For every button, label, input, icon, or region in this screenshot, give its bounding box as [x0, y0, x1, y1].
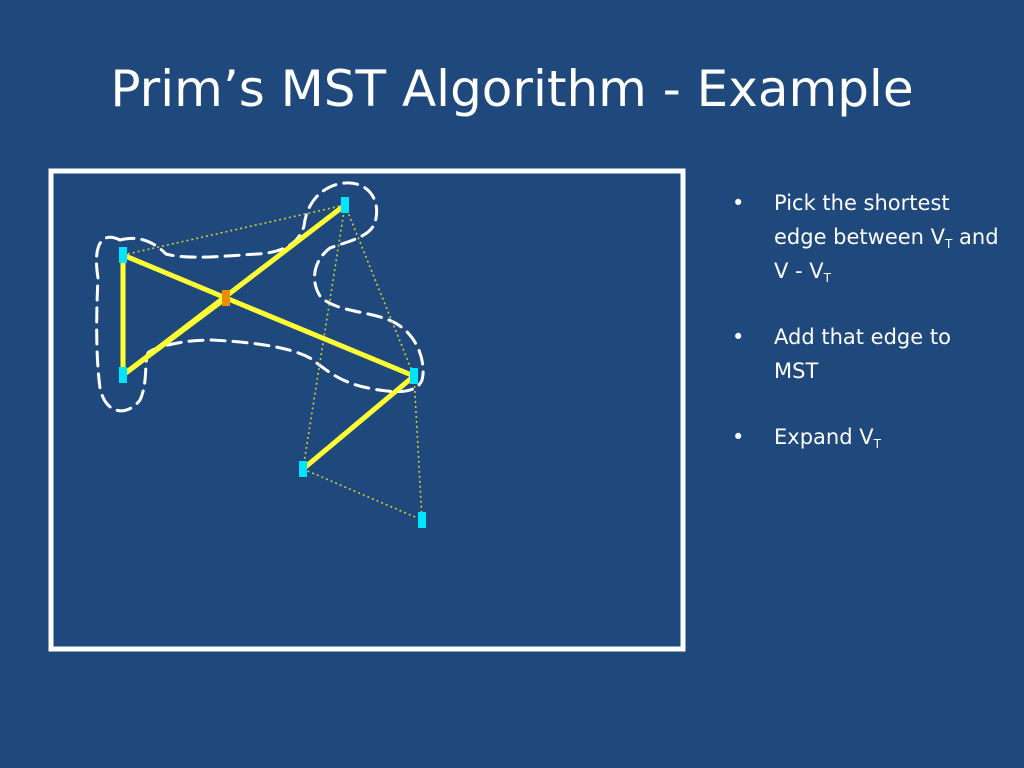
new-vertex: [222, 290, 230, 306]
bullet-subscript: T: [823, 271, 832, 285]
bullet-text: and V - V: [774, 225, 999, 283]
tree-boundary-curve: [118, 181, 425, 394]
bullet-item: • Add that edge to MST: [730, 320, 1000, 388]
mst-edge: [300, 373, 417, 472]
mst-edge: [223, 295, 417, 379]
graph-vertex: [299, 461, 307, 477]
mst-edges: [120, 202, 417, 472]
bullet-dot-icon: •: [732, 191, 745, 215]
graph-vertex: [341, 197, 349, 213]
graph-vertex: [418, 512, 426, 528]
candidate-edge: [344, 204, 415, 377]
bullet-dot-icon: •: [732, 325, 745, 349]
diagram-frame-border: [48, 168, 686, 652]
bullet-text: Add that edge to MST: [774, 325, 951, 383]
bullet-text: Pick the shortest edge between V: [774, 191, 950, 249]
graph-vertex: [119, 367, 127, 383]
tree-boundaries: [94, 181, 425, 413]
slide-title: Prim’s MST Algorithm - Example: [110, 60, 914, 118]
mst-edge: [120, 252, 229, 301]
graph-diagram: [48, 168, 686, 652]
candidate-edge: [302, 468, 423, 521]
bullet-subscript: T: [945, 237, 953, 251]
bullet-item: • Expand VT: [730, 420, 1000, 454]
bullet-text: Expand V: [774, 425, 874, 449]
graph-svg: [48, 168, 686, 652]
graph-vertex: [119, 247, 127, 263]
tree-boundary-curve: [94, 235, 150, 413]
candidate-edge: [413, 375, 423, 521]
graph-vertex: [410, 368, 418, 384]
bullet-item: •Pick the shortest edge between VT and V…: [730, 186, 1000, 288]
graph-vertices: [119, 197, 426, 528]
bullet-dot-icon: •: [732, 425, 745, 449]
bullet-list: •Pick the shortest edge between VT and V…: [730, 186, 1000, 486]
bullet-subscript: T: [873, 437, 881, 451]
mst-edge: [120, 295, 229, 378]
